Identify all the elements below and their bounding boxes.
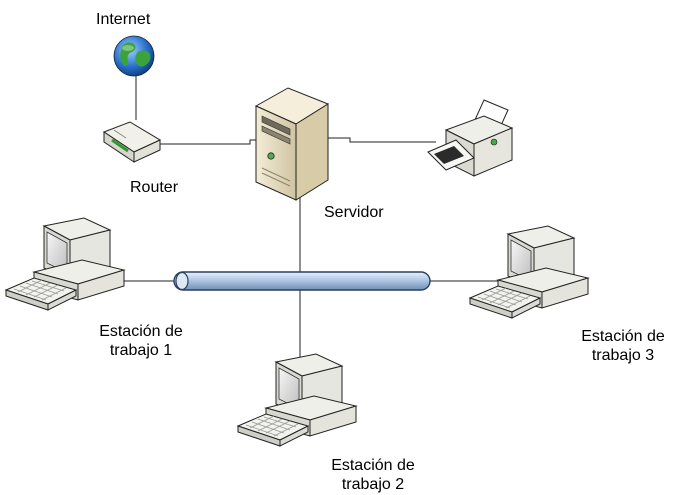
workstation-2-icon — [237, 353, 357, 447]
workstation-2-label-line1: Estación de — [331, 457, 415, 474]
workstation-3-label: Estación de trabajo 3 — [568, 327, 678, 365]
server-tower-icon — [254, 87, 330, 201]
router-icon — [102, 121, 162, 163]
workstation-3-label-line2: trabajo 3 — [591, 347, 655, 364]
workstation-1-label-line1: Estación de — [99, 323, 183, 340]
workstation-2-label-line2: trabajo 2 — [341, 476, 405, 493]
server-label: Servidor — [324, 204, 384, 221]
printer-icon — [427, 99, 514, 177]
workstation-2-label: Estación de trabajo 2 — [318, 456, 428, 494]
workstation-3-label-line1: Estación de — [581, 328, 665, 345]
workstation-3-icon — [469, 225, 589, 319]
workstation-1-label-line2: trabajo 1 — [109, 342, 173, 359]
router-label: Router — [130, 179, 179, 196]
workstation-1-label: Estación de trabajo 1 — [86, 322, 196, 360]
globe-icon — [113, 35, 155, 77]
network-bus — [173, 271, 431, 291]
workstation-1-icon — [5, 217, 125, 311]
internet-label: Internet — [96, 11, 151, 28]
